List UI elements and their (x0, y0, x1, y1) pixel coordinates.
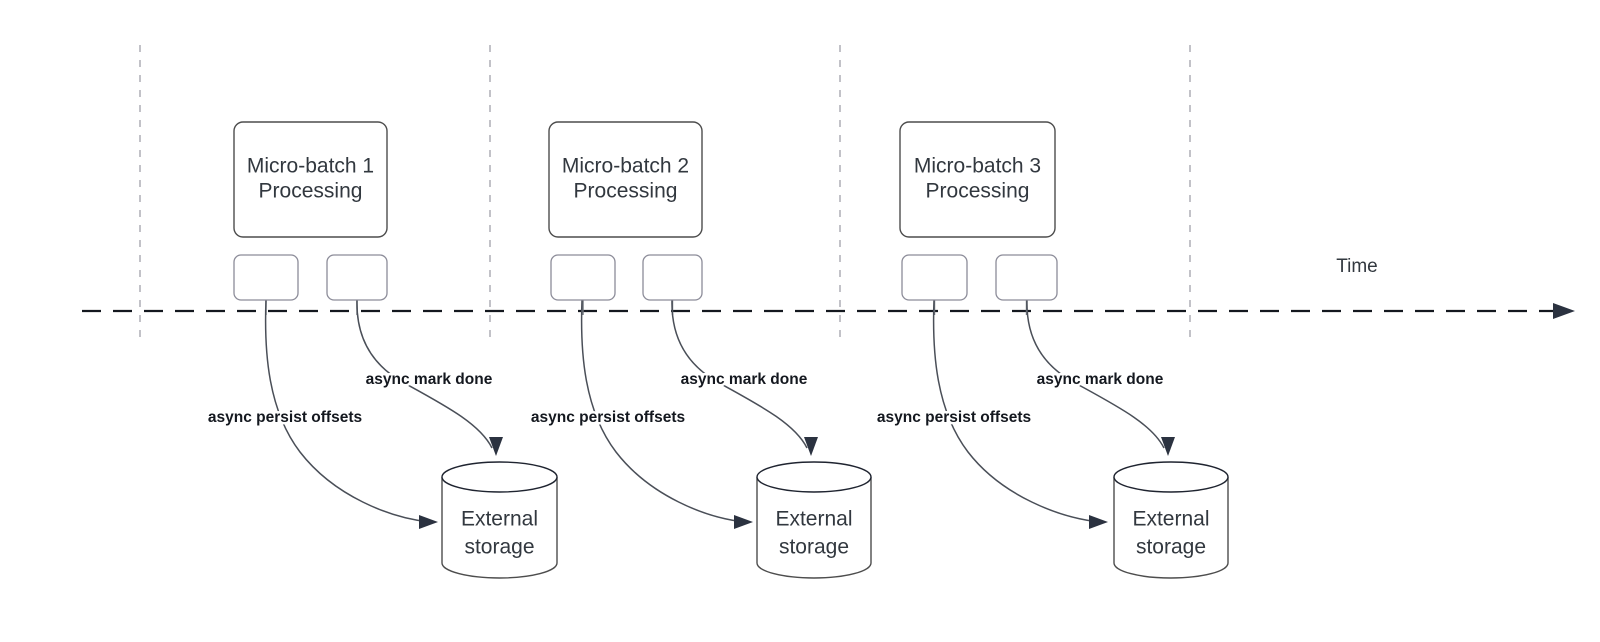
edge-label-halo-persist-3: async persist offsets (877, 409, 1031, 426)
time-axis (82, 303, 1575, 319)
edge-label-persist-2: async persist offsets (531, 409, 685, 426)
micro-batch-groups: Micro-batch 1ProcessingExternalstorageas… (205, 121, 1229, 579)
edge-arrowhead-persist-2 (734, 515, 753, 529)
edge-label-markdone-3: async mark done (1037, 371, 1164, 388)
edge-curve-markdone-2 (671, 299, 808, 449)
edge-curve-markdone-1 (356, 299, 493, 449)
group-1-label-line1: Micro-batch 1 (247, 155, 374, 178)
group-3-processing-box[interactable] (899, 121, 1056, 238)
group-1-label-line2: Processing (259, 180, 363, 203)
group-2-storage-label-line1: External (775, 508, 852, 531)
group-3-storage-label-line2: storage (1136, 536, 1206, 559)
group-1-processing-box[interactable] (233, 121, 388, 238)
edge-arrowhead-markdone-2 (804, 437, 818, 456)
edge-label-halo-markdone-1: async mark done (366, 371, 493, 388)
edge-curve-persist-1 (264, 299, 431, 523)
group-3-storage-label-line1: External (1132, 508, 1209, 531)
group-3-label-line1: Micro-batch 3 (914, 155, 1041, 178)
group-1-storage-label-line2: storage (464, 536, 534, 559)
group-3-external-storage[interactable]: External storage (1113, 461, 1229, 579)
group-2-cylinder-top (756, 461, 872, 493)
edge-label-persist-1: async persist offsets (208, 409, 362, 426)
edge-label-halo-markdone-2: async mark done (681, 371, 808, 388)
group-1-cylinder-body (441, 477, 558, 579)
group-1-external-storage[interactable]: External storage (441, 461, 558, 579)
edge-arrowhead-persist-1 (419, 515, 438, 529)
mini-1b[interactable] (326, 254, 388, 301)
group-2-processing-box[interactable] (548, 121, 703, 238)
group-2-label-line2: Processing (574, 180, 678, 203)
mini-2b[interactable] (642, 254, 703, 301)
edge-curve-persist-3 (932, 299, 1101, 523)
mini-3a[interactable] (901, 254, 968, 301)
mini-3b[interactable] (995, 254, 1058, 301)
mini-1a[interactable] (233, 254, 299, 301)
timeline-tick-lines (139, 45, 1191, 340)
edge-label-persist-3: async persist offsets (877, 409, 1031, 426)
group-3-cylinder-top (1113, 461, 1229, 493)
group-2-cylinder-body (756, 477, 872, 579)
edge-curve-markdone-3 (1026, 299, 1165, 449)
group-1-cylinder-top (441, 461, 558, 493)
edge-label-halo-markdone-3: async mark done (1037, 371, 1164, 388)
edge-label-markdone-1: async mark done (366, 371, 493, 388)
group-3-cylinder-body (1113, 477, 1229, 579)
edge-curve-persist-2 (580, 299, 746, 523)
edge-arrowhead-markdone-1 (489, 437, 503, 456)
mini-2a[interactable] (550, 254, 616, 301)
group-1-storage-label-line1: External (461, 508, 538, 531)
time-axis-label: Time (1336, 256, 1378, 277)
group-2-label-line1: Micro-batch 2 (562, 155, 689, 178)
group-2-storage-label-line2: storage (779, 536, 849, 559)
time-axis-arrowhead (1553, 303, 1575, 319)
edge-label-halo-persist-1: async persist offsets (208, 409, 362, 426)
edge-arrowhead-markdone-3 (1161, 437, 1175, 456)
edge-label-halo-persist-2: async persist offsets (531, 409, 685, 426)
edge-arrowhead-persist-3 (1089, 515, 1108, 529)
group-2-external-storage[interactable]: External storage (756, 461, 872, 579)
edge-label-markdone-2: async mark done (681, 371, 808, 388)
group-3-label-line2: Processing (926, 180, 1030, 203)
